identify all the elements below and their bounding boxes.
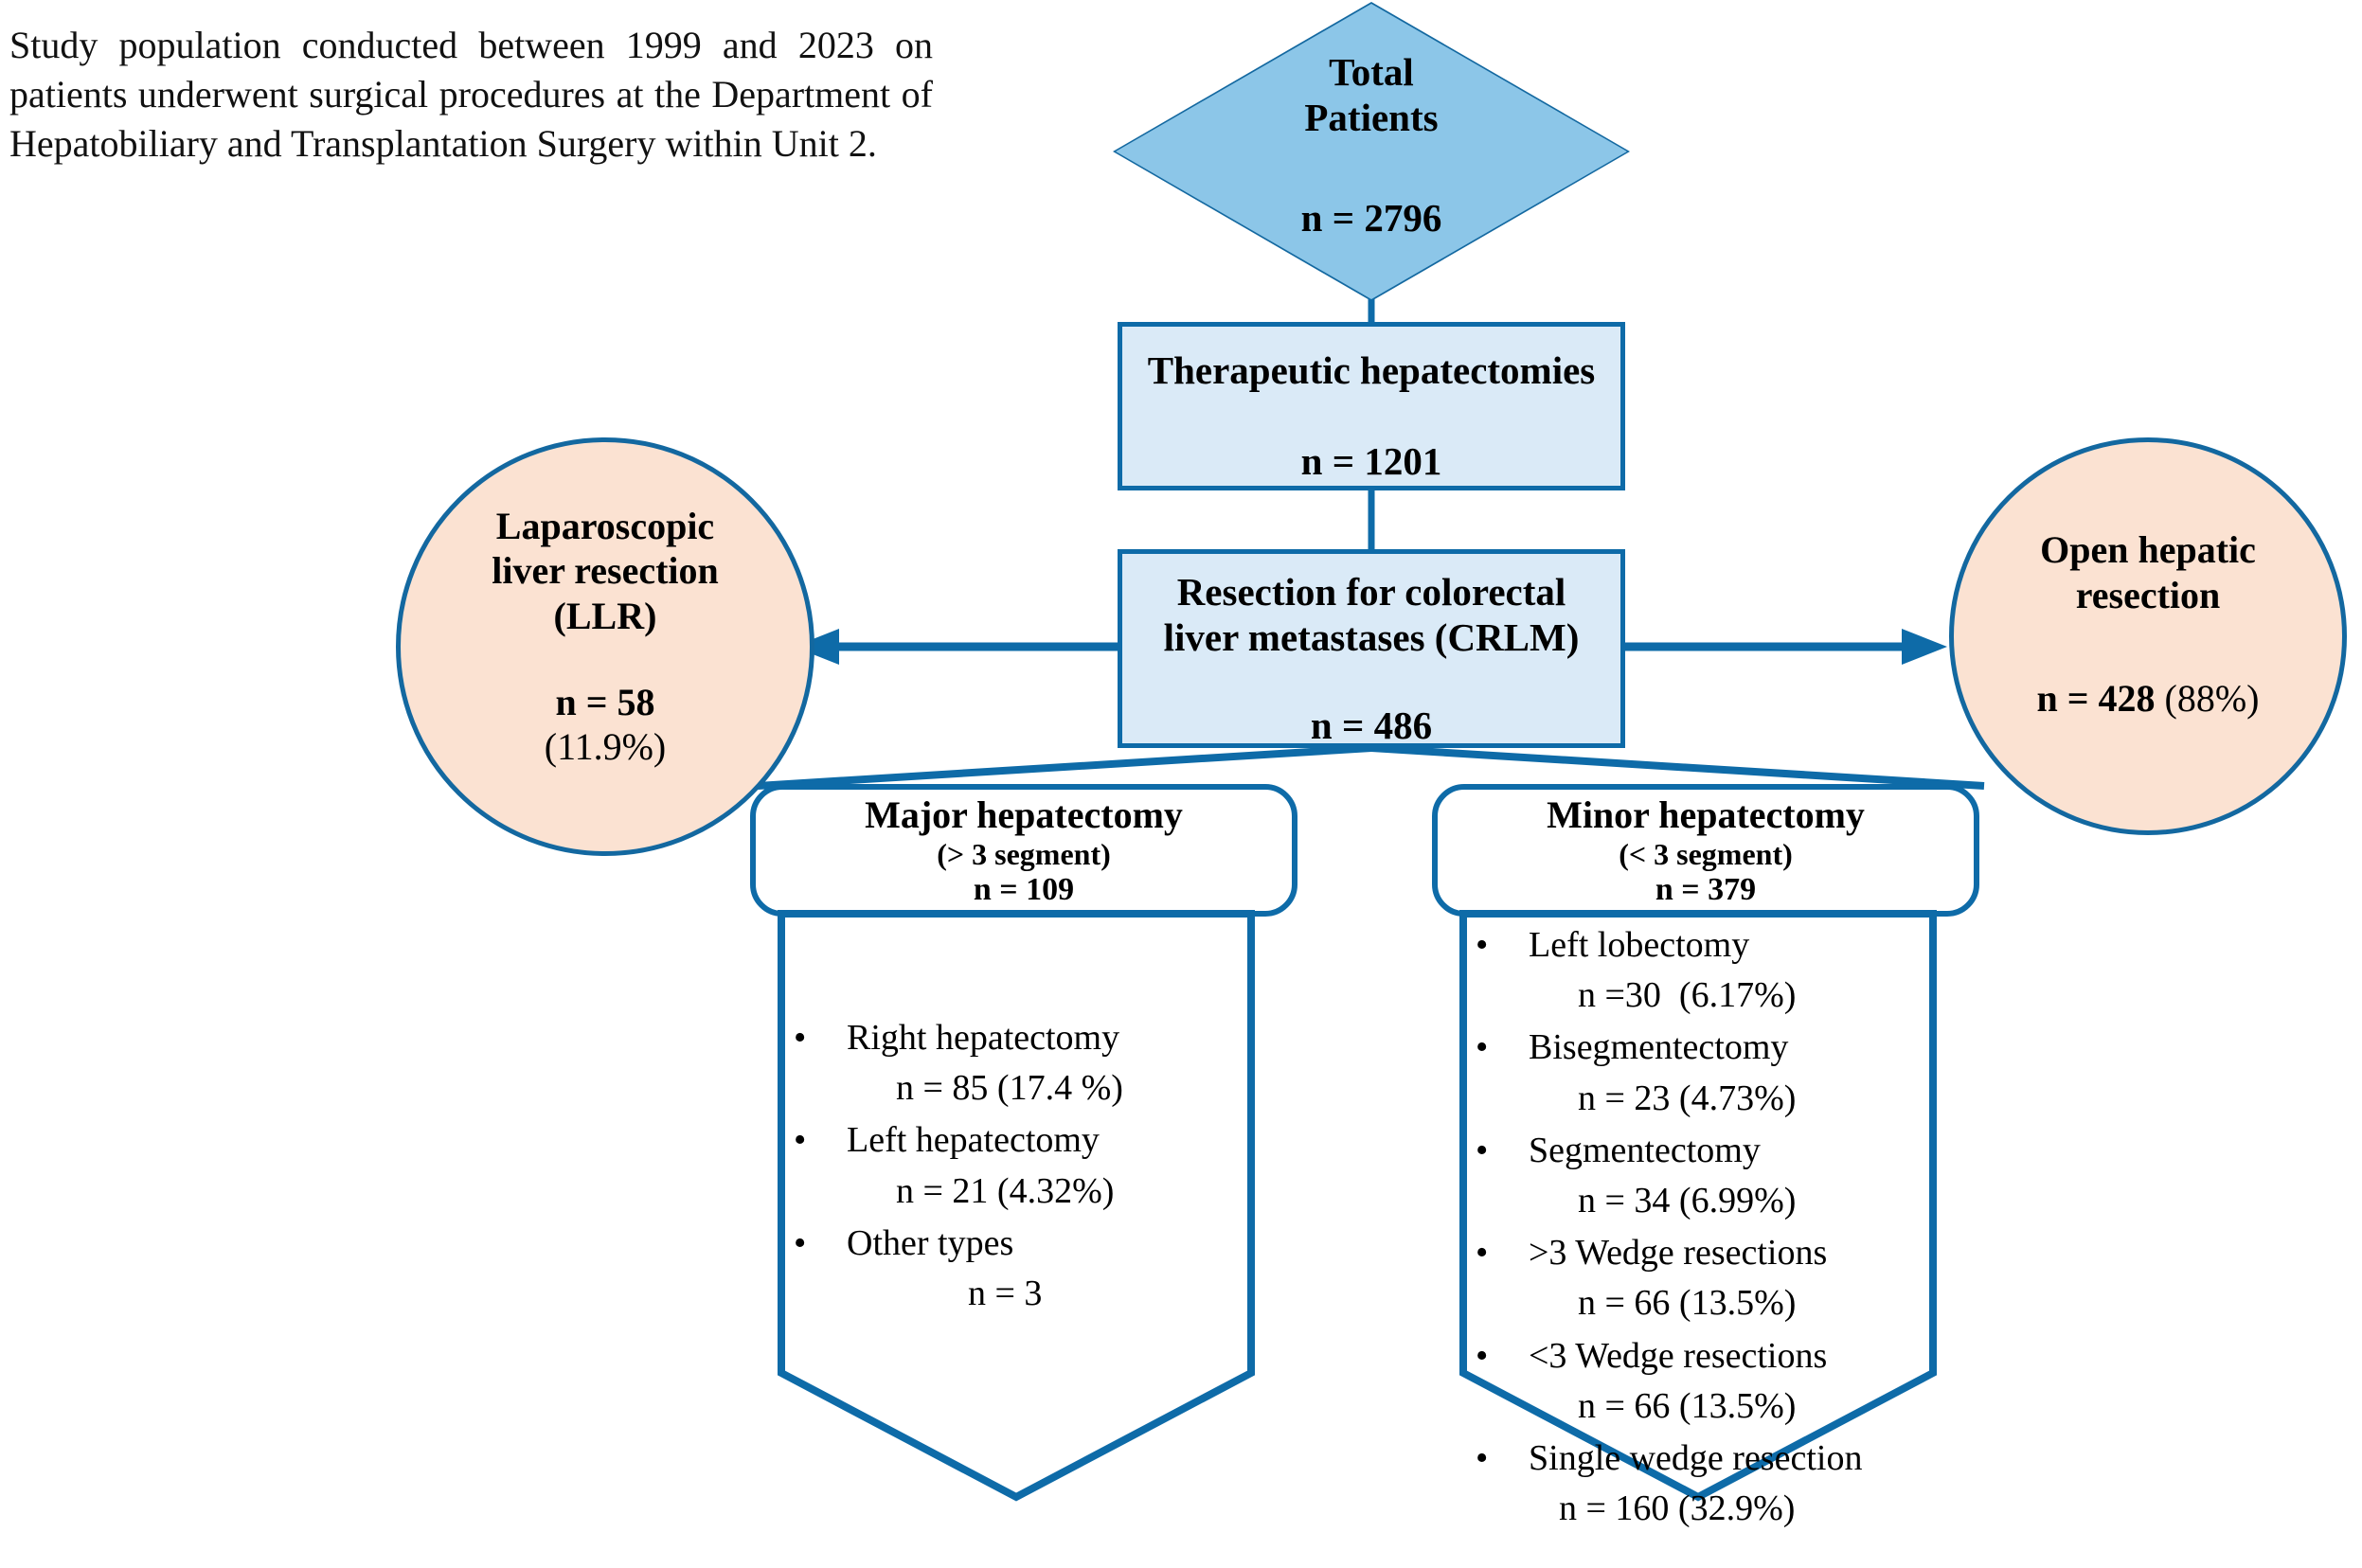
bullet-icon: • <box>794 1018 807 1058</box>
minor-title: Minor hepatectomy <box>1547 793 1865 836</box>
node-laparoscopic-liver-resection: Laparoscopic liver resection (LLR) n = 5… <box>396 437 814 856</box>
major-item-1-value: n = 21 (4.32%) <box>896 1170 1115 1211</box>
edge-crlm-to-minor <box>1370 744 1985 790</box>
minor-item-0-value: n =30 (6.17%) <box>1578 975 1797 1016</box>
total-patients-title-line1: Total <box>1329 50 1414 94</box>
total-patients-title: Total Patients <box>1116 49 1627 141</box>
major-pentagon-shape <box>778 910 1255 1502</box>
list-item: • <3 Wedge resections n = 66 (13.5%) <box>1458 1331 1938 1432</box>
crlm-count: n = 486 <box>1310 703 1433 747</box>
node-therapeutic-hepatectomies: Therapeutic hepatectomies n = 1201 <box>1118 322 1625 490</box>
list-item: • Bisegmentectomy n = 23 (4.73%) <box>1458 1023 1938 1123</box>
major-item-0-label: Right hepatectomy <box>847 1018 1120 1058</box>
list-item: • Left hepatectomy n = 21 (4.32%) <box>777 1115 1256 1216</box>
llr-title-line3: (LLR) <box>553 594 657 637</box>
major-item-1-label: Left hepatectomy <box>847 1120 1100 1161</box>
node-major-hepatectomy-header: Major hepatectomy (> 3 segment) n = 109 <box>750 784 1297 917</box>
crlm-title-line2: liver metastases (CRLM) <box>1163 615 1580 660</box>
edge-crlm-to-major <box>757 744 1372 790</box>
bullet-icon: • <box>1476 925 1489 965</box>
list-item: • >3 Wedge resections n = 66 (13.5%) <box>1458 1228 1938 1328</box>
open-title-line2: resection <box>2075 573 2221 616</box>
list-item: • Segmentectomy n = 34 (6.99%) <box>1458 1126 1938 1226</box>
major-title: Major hepatectomy <box>865 793 1183 836</box>
major-count: n = 109 <box>973 872 1075 908</box>
minor-item-1-label: Bisegmentectomy <box>1529 1027 1789 1068</box>
open-title-line1: Open hepatic <box>2040 528 2256 572</box>
minor-item-0-label: Left lobectomy <box>1529 925 1750 965</box>
list-item: • Single wedge resection n = 160 (32.9%) <box>1458 1434 1938 1534</box>
minor-item-4-label: <3 Wedge resections <box>1529 1335 1828 1376</box>
total-patients-title-line2: Patients <box>1304 96 1439 140</box>
total-patients-count: n = 2796 <box>1300 196 1442 240</box>
major-item-0-value: n = 85 (17.4 %) <box>896 1068 1123 1109</box>
node-major-hepatectomy-list: • Right hepatectomy n = 85 (17.4 %) • Le… <box>777 909 1256 1559</box>
node-open-hepatic-resection: Open hepatic resection n = 428 (88%) <box>1949 437 2347 835</box>
bullet-icon: • <box>1476 1130 1489 1170</box>
node-minor-hepatectomy-list: • Left lobectomy n =30 (6.17%) • Bisegme… <box>1458 909 1938 1559</box>
study-caption: Study population conducted between 1999 … <box>9 24 933 165</box>
minor-item-5-label: Single wedge resection <box>1529 1437 1863 1478</box>
therapeutic-count: n = 1201 <box>1300 439 1442 484</box>
bullet-icon: • <box>794 1222 807 1263</box>
bullet-icon: • <box>1476 1335 1489 1376</box>
node-minor-hepatectomy-header: Minor hepatectomy (< 3 segment) n = 379 <box>1432 784 1979 917</box>
major-bullet-list: • Right hepatectomy n = 85 (17.4 %) • Le… <box>777 1013 1256 1319</box>
llr-title-line1: Laparoscopic <box>495 505 715 548</box>
open-count: n = 428 <box>2036 676 2156 720</box>
minor-count: n = 379 <box>1655 872 1757 908</box>
diamond-shape <box>1116 4 1627 299</box>
minor-item-5-value: n = 160 (32.9%) <box>1559 1488 1796 1529</box>
list-item: • Right hepatectomy n = 85 (17.4 %) <box>777 1013 1256 1114</box>
minor-bullet-list: • Left lobectomy n =30 (6.17%) • Bisegme… <box>1458 920 1938 1534</box>
crlm-title-line1: Resection for colorectal <box>1176 570 1566 614</box>
bullet-icon: • <box>1476 1027 1489 1068</box>
node-crlm: Resection for colorectal liver metastase… <box>1118 549 1625 748</box>
list-item: • Left lobectomy n =30 (6.17%) <box>1458 920 1938 1021</box>
minor-item-3-label: >3 Wedge resections <box>1529 1233 1828 1274</box>
major-item-2-value: n = 3 <box>968 1273 1043 1313</box>
bullet-icon: • <box>794 1120 807 1161</box>
minor-item-2-label: Segmentectomy <box>1529 1130 1761 1170</box>
minor-item-4-value: n = 66 (13.5%) <box>1578 1385 1797 1426</box>
minor-item-2-value: n = 34 (6.99%) <box>1578 1180 1797 1221</box>
major-subtitle: (> 3 segment) <box>937 836 1111 871</box>
minor-subtitle: (< 3 segment) <box>1619 836 1793 871</box>
bullet-icon: • <box>1476 1233 1489 1274</box>
llr-count: n = 58 <box>555 680 655 723</box>
list-item: • Other types n = 3 <box>777 1219 1256 1319</box>
therapeutic-title: Therapeutic hepatectomies <box>1147 348 1596 392</box>
minor-item-3-value: n = 66 (13.5%) <box>1578 1283 1797 1324</box>
major-item-2-label: Other types <box>847 1222 1014 1263</box>
llr-title-line2: liver resection <box>492 549 719 593</box>
bullet-icon: • <box>1476 1437 1489 1478</box>
arrowhead-right-icon <box>1902 629 1947 665</box>
llr-percent: (11.9%) <box>544 724 667 768</box>
minor-pentagon-shape <box>1459 910 1937 1502</box>
minor-item-1-value: n = 23 (4.73%) <box>1578 1078 1797 1118</box>
node-total-patients: Total Patients n = 2796 <box>1116 4 1627 299</box>
open-percent: (88%) <box>2155 676 2260 720</box>
